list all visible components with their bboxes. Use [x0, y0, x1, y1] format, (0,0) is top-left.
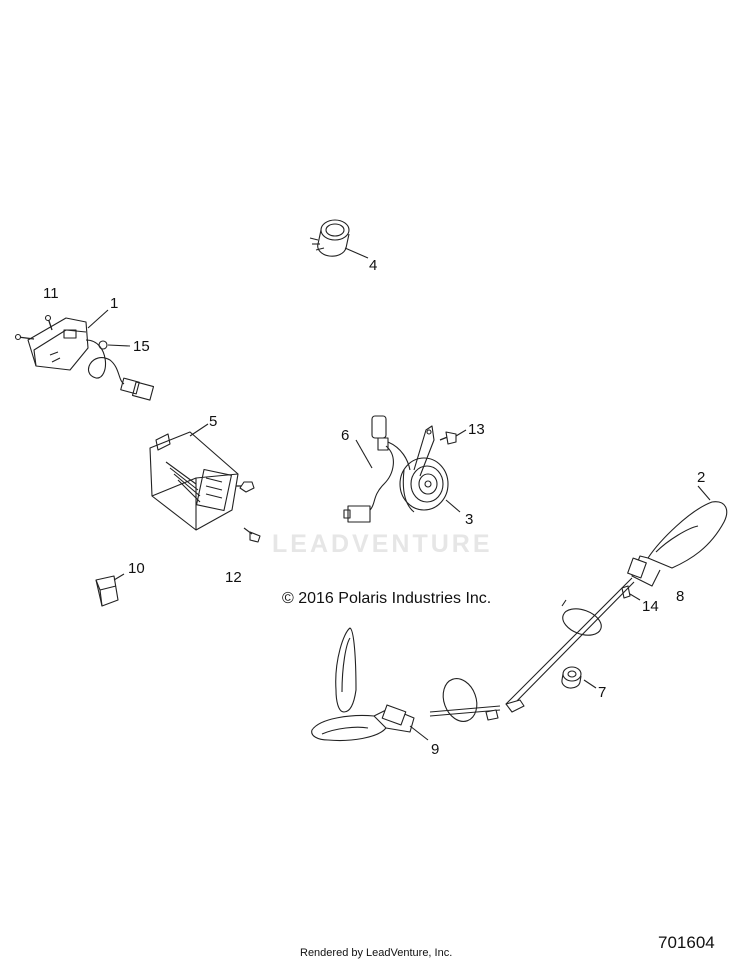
part-5-control-module[interactable] [149, 423, 261, 543]
callout-2: 2 [697, 469, 706, 486]
callout-7: 7 [598, 684, 607, 701]
part-2-turn-signal[interactable] [627, 485, 728, 587]
watermark: LEADVENTURE [272, 530, 493, 558]
turn-signal-harness[interactable] [429, 577, 635, 726]
part-3-horn[interactable] [399, 425, 467, 513]
callout-6: 6 [341, 427, 350, 444]
callout-8: 8 [676, 588, 685, 605]
part-7-grommet[interactable] [561, 666, 597, 689]
callout-5: 5 [209, 413, 218, 430]
diagram-part-number: 701604 [658, 933, 715, 952]
callout-10: 10 [128, 560, 145, 577]
callout-1: 1 [110, 295, 119, 312]
callout-3: 3 [465, 511, 474, 528]
part-10-connector[interactable] [95, 573, 125, 607]
part-4-relay[interactable] [309, 219, 369, 259]
callout-9: 9 [431, 741, 440, 758]
callout-13: 13 [468, 421, 485, 438]
callout-12: 12 [225, 569, 242, 586]
callout-4: 4 [369, 257, 378, 274]
callout-15: 15 [133, 338, 150, 355]
part-1-module[interactable] [14, 309, 155, 401]
part-6-wire-harness[interactable] [343, 415, 411, 523]
callout-14: 14 [642, 598, 659, 615]
callout-11: 11 [43, 285, 59, 302]
part-14-clip[interactable] [621, 585, 641, 601]
part-9-turn-signal[interactable] [311, 627, 429, 742]
copyright-notice: © 2016 Polaris Industries Inc. [282, 590, 492, 607]
footer-credit: Rendered by LeadVenture, Inc. [300, 947, 453, 959]
